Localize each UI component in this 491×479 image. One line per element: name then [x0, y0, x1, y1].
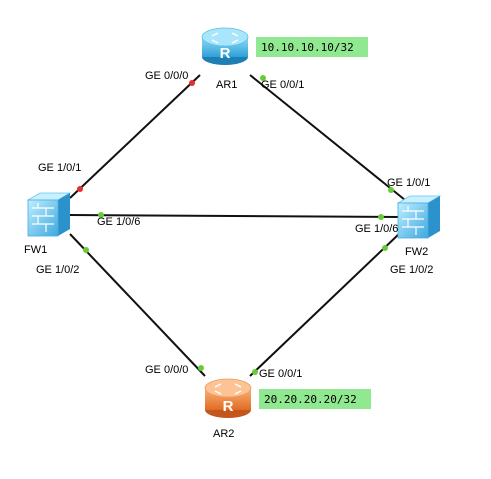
router-ar1[interactable]: R AR1 [201, 27, 249, 91]
link-ar1-fw1[interactable] [69, 74, 201, 199]
port-dot-ar2-ge000 [198, 365, 204, 371]
link-fw2-ar2[interactable] [249, 232, 401, 377]
ip-label-ar1-background [256, 37, 368, 57]
interface-label-fw1-ge102: GE 1/0/2 [36, 264, 79, 276]
ip-label-ar2: 20.20.20.20/32 [259, 389, 371, 409]
port-dot-fw1-ge106 [98, 212, 104, 218]
device-label-ar1: AR1 [216, 79, 237, 91]
device-label-fw2: FW2 [405, 246, 428, 258]
svg-text:R: R [220, 45, 231, 62]
device-label-fw1: FW1 [24, 244, 47, 256]
link-ar1-fw2[interactable] [249, 74, 406, 201]
port-dot-fw1-ge101 [77, 186, 83, 192]
router-icon: R [201, 27, 249, 65]
firewall-icon [396, 195, 442, 239]
interface-label-ar2-ge000: GE 0/0/0 [145, 364, 188, 376]
port-indicators [77, 75, 394, 375]
interface-label-ar1-ge001: GE 0/0/1 [261, 79, 304, 91]
ip-label-ar1: 10.10.10.10/32 [256, 37, 368, 57]
port-dot-ar1-ge001 [260, 75, 266, 81]
router-ar2[interactable]: R AR2 [204, 378, 252, 440]
router-icon: R [204, 378, 252, 418]
interface-label-fw2-ge102: GE 1/0/2 [390, 264, 433, 276]
port-dot-ar1-ge000 [189, 80, 195, 86]
interface-label-ar1-ge000: GE 0/0/0 [145, 70, 188, 82]
interface-label-ar2-ge001: GE 0/0/1 [259, 368, 302, 380]
port-dot-fw1-ge102 [83, 247, 89, 253]
link-fw1-fw2[interactable] [69, 214, 401, 218]
firewall-icon [26, 192, 72, 237]
device-label-ar2: AR2 [213, 428, 234, 440]
ip-label-ar1-text: 10.10.10.10/32 [261, 41, 354, 54]
ip-label-ar2-background [259, 389, 371, 409]
firewall-fw2[interactable]: FW2 [396, 195, 442, 258]
port-dot-fw2-ge102 [382, 245, 388, 251]
interface-label-fw1-ge106: GE 1/0/6 [97, 216, 140, 228]
links [69, 74, 406, 377]
interface-label-fw2-ge106: GE 1/0/6 [355, 223, 398, 235]
link-fw1-ar2[interactable] [69, 233, 206, 377]
interface-labels: GE 0/0/0 GE 0/0/1 GE 1/0/1 GE 1/0/6 GE 1… [36, 70, 433, 380]
interface-label-fw1-ge101: GE 1/0/1 [38, 162, 81, 174]
port-dot-ar2-ge001 [252, 369, 258, 375]
port-dot-fw2-ge106 [378, 214, 384, 220]
ip-label-ar2-text: 20.20.20.20/32 [264, 393, 357, 406]
interface-label-fw2-ge101: GE 1/0/1 [387, 177, 430, 189]
svg-text:R: R [223, 398, 234, 415]
firewall-fw1[interactable]: FW1 [24, 192, 72, 256]
port-dot-fw2-ge101 [388, 187, 394, 193]
